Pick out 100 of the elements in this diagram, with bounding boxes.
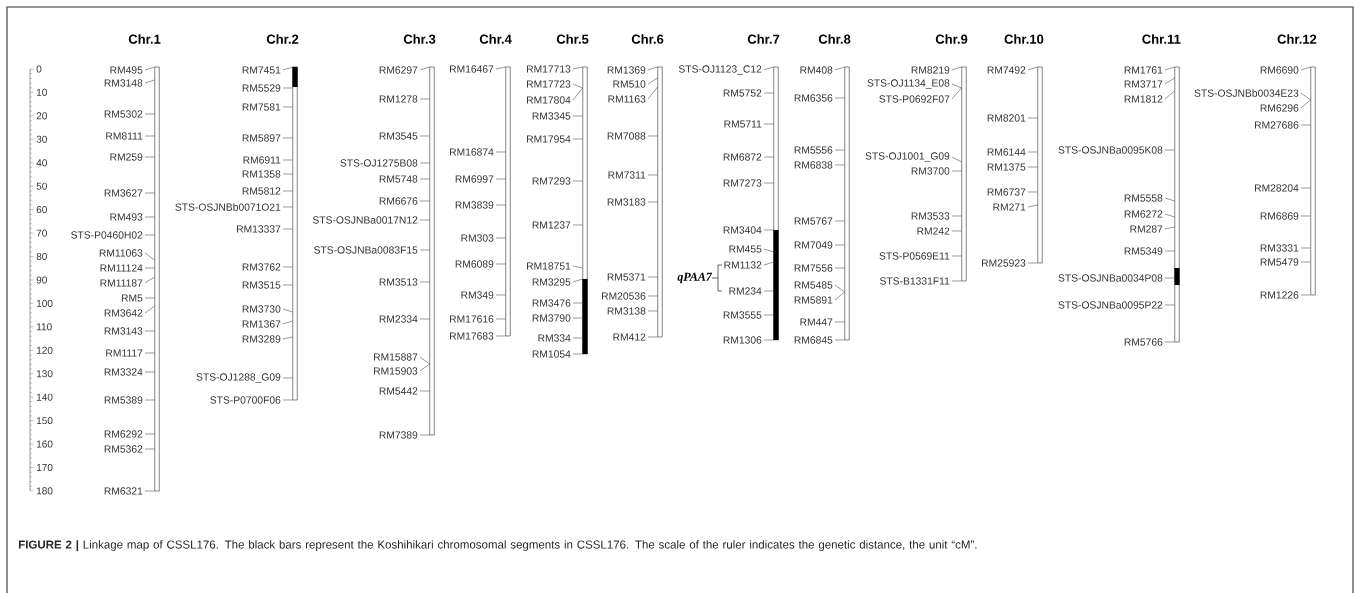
marker-label: RM7088 bbox=[607, 132, 646, 140]
marker-label: RM7049 bbox=[794, 241, 833, 249]
chromosome-title: Chr.8 bbox=[818, 34, 851, 44]
marker-label: RM7311 bbox=[608, 171, 646, 179]
marker-label: STS-OJ1001_G09 bbox=[865, 152, 950, 162]
marker-label: RM8111 bbox=[106, 132, 143, 140]
marker-label: RM6292 bbox=[104, 430, 143, 438]
marker-label: RM27686 bbox=[1255, 121, 1299, 129]
marker-label: RM3627 bbox=[104, 189, 143, 197]
marker-label: RM5891 bbox=[794, 296, 833, 304]
marker-label: RM5558 bbox=[1124, 194, 1163, 202]
marker-label: RM5485 bbox=[794, 281, 833, 289]
marker-label: RM6872 bbox=[723, 153, 762, 161]
marker-label: STS-OJ1134_E08 bbox=[867, 79, 950, 89]
marker-label: RM17683 bbox=[450, 332, 494, 340]
marker-label: RM3289 bbox=[242, 335, 281, 343]
marker-label: RM17804 bbox=[527, 96, 571, 104]
ruler-number: 70 bbox=[36, 229, 47, 237]
marker-label: RM5767 bbox=[794, 217, 833, 225]
marker-label: RM447 bbox=[800, 318, 833, 326]
marker-label: RM5 bbox=[121, 294, 143, 302]
marker-label: RM7556 bbox=[794, 264, 833, 272]
marker-label: RM3148 bbox=[104, 79, 143, 87]
marker-label: RM11063 bbox=[99, 249, 143, 257]
marker-label: RM3295 bbox=[532, 278, 571, 286]
marker-label: RM3700 bbox=[911, 167, 950, 175]
marker-label: RM334 bbox=[538, 334, 571, 342]
ruler-number: 90 bbox=[36, 276, 47, 284]
marker-label: RM3331 bbox=[1260, 244, 1299, 252]
marker-label: RM6997 bbox=[455, 175, 494, 183]
chromosome-title: Chr.12 bbox=[1277, 34, 1317, 44]
marker-label: RM455 bbox=[729, 245, 762, 253]
marker-label: STS-OSJNBa0034P08 bbox=[1058, 274, 1163, 282]
marker-label: RM17713 bbox=[527, 65, 571, 73]
ruler-number: 20 bbox=[36, 112, 47, 120]
marker-label: RM5766 bbox=[1124, 338, 1163, 346]
marker-label: RM6272 bbox=[1124, 210, 1163, 218]
marker-label: RM5897 bbox=[242, 134, 281, 142]
marker-label: RM5362 bbox=[104, 445, 143, 453]
marker-label: RM18751 bbox=[527, 262, 571, 270]
marker-label: RM7492 bbox=[987, 66, 1026, 74]
marker-label: RM3476 bbox=[532, 299, 571, 307]
marker-label: STS-OJ1288_G09 bbox=[196, 373, 281, 383]
marker-label: RM3324 bbox=[104, 368, 143, 376]
marker-label: STS-B1331F11 bbox=[880, 277, 950, 285]
marker-label: RM3513 bbox=[379, 278, 418, 286]
chromosome-title: Chr.3 bbox=[403, 34, 436, 44]
marker-label: RM17954 bbox=[527, 135, 571, 143]
marker-label: RM493 bbox=[110, 213, 143, 221]
chromosome-title: Chr.1 bbox=[128, 34, 161, 44]
marker-label: RM1226 bbox=[1260, 291, 1299, 299]
chromosome-title: Chr.5 bbox=[556, 34, 589, 44]
marker-label: RM3545 bbox=[379, 132, 418, 140]
marker-label: STS-OJ1275B08 bbox=[340, 159, 418, 167]
marker-label: STS-OSJNBb0071O21 bbox=[175, 203, 281, 211]
ruler-number: 10 bbox=[37, 88, 47, 96]
marker-label: RM3717 bbox=[1124, 80, 1163, 88]
marker-label: RM2334 bbox=[379, 315, 418, 323]
ruler-number: 180 bbox=[37, 487, 53, 495]
ruler-number: 40 bbox=[36, 159, 47, 167]
ruler-number: 100 bbox=[37, 299, 53, 307]
marker-label: RM3143 bbox=[104, 327, 143, 335]
marker-label: STS-OSJNBa0095P22 bbox=[1058, 301, 1163, 309]
marker-label: RM1132 bbox=[724, 261, 762, 269]
chromosome-title: Chr.7 bbox=[747, 34, 780, 44]
marker-label: RM25923 bbox=[982, 259, 1026, 267]
marker-label: RM6690 bbox=[1260, 66, 1299, 74]
marker-label: STS-OJ1123_C12 bbox=[678, 65, 762, 75]
ruler-number: 110 bbox=[37, 323, 52, 331]
marker-label: RM271 bbox=[993, 203, 1026, 211]
marker-label: RM1117 bbox=[106, 349, 143, 357]
marker-label: RM3345 bbox=[532, 112, 571, 120]
marker-label: RM1358 bbox=[242, 170, 281, 178]
marker-label: RM3515 bbox=[242, 281, 281, 289]
ruler-number: 30 bbox=[36, 135, 47, 143]
chromosome-title: Chr.11 bbox=[1142, 34, 1181, 44]
marker-label: RM3642 bbox=[104, 309, 143, 317]
marker-label: STS-OSJNBa0017N12 bbox=[312, 216, 418, 224]
marker-label: STS-OSJNBa0095K08 bbox=[1058, 146, 1163, 154]
marker-label: RM1369 bbox=[607, 66, 646, 74]
marker-label: STS-P0569E11 bbox=[879, 252, 950, 260]
marker-label: RM5752 bbox=[723, 89, 762, 97]
marker-label: RM3404 bbox=[723, 226, 762, 234]
marker-label: RM6911 bbox=[243, 156, 281, 164]
marker-label: RM6737 bbox=[987, 188, 1026, 196]
marker-label: RM6838 bbox=[794, 161, 833, 169]
marker-label: RM11124 bbox=[100, 264, 143, 272]
marker-label: RM1054 bbox=[532, 350, 571, 358]
chromosome-title: Chr.4 bbox=[479, 34, 512, 44]
marker-label: RM6089 bbox=[455, 260, 494, 268]
marker-label: RM5748 bbox=[379, 175, 418, 183]
marker-label: RM5302 bbox=[104, 110, 143, 118]
marker-label: RM13337 bbox=[237, 225, 281, 233]
marker-label: RM5812 bbox=[242, 187, 281, 195]
marker-label: RM6676 bbox=[379, 197, 418, 205]
marker-label: RM6144 bbox=[987, 148, 1026, 156]
marker-label: RM16467 bbox=[450, 65, 494, 73]
ruler-number: 80 bbox=[36, 252, 47, 260]
marker-label: RM412 bbox=[613, 333, 646, 341]
ruler-number: 140 bbox=[37, 393, 53, 401]
